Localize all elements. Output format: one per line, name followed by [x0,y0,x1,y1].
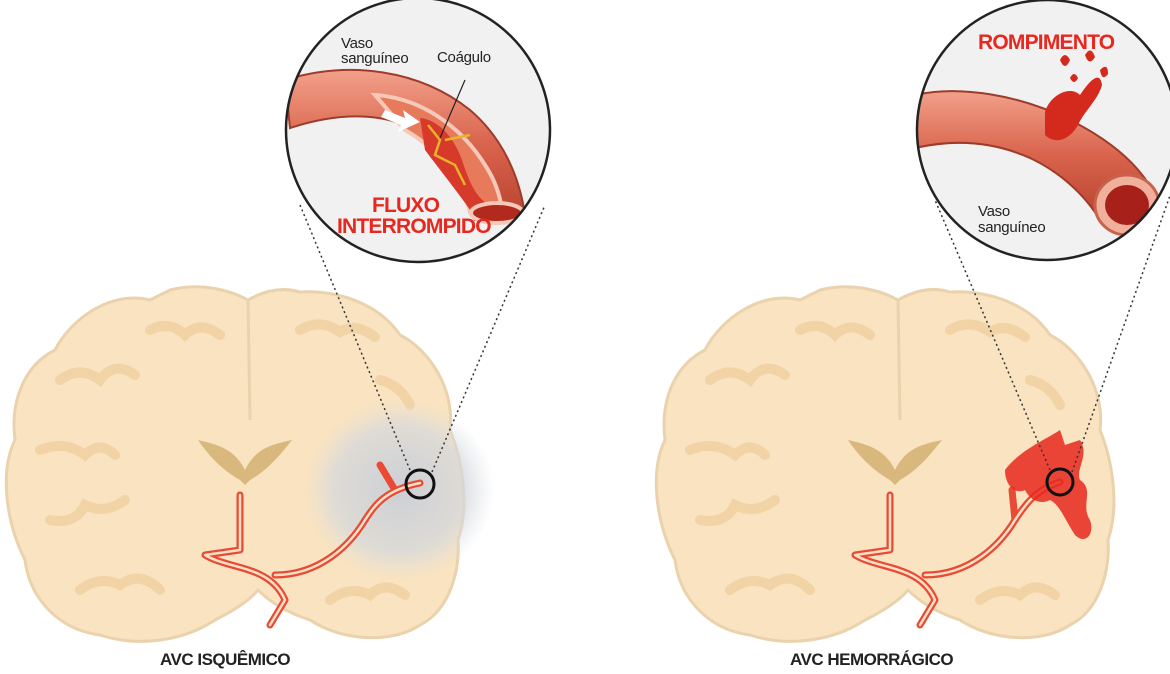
label-vessel-left-line1: Vaso [341,36,373,51]
caption-ischemic: AVC ISQUÊMICO [160,650,290,670]
label-vessel-left-line2: sanguíneo [341,51,408,66]
ischemic-brain [6,287,495,642]
label-vessel-right-line1: Vaso [978,204,1010,219]
label-rupture: ROMPIMENTO [978,32,1114,53]
label-vessel-right-line2: sanguíneo [978,220,1045,235]
label-flow-line2: INTERROMPIDO [337,216,491,237]
label-clot: Coágulo [437,50,491,65]
hemorrhagic-brain [656,287,1114,642]
caption-hemorrhagic: AVC HEMORRÁGICO [790,650,953,670]
label-flow-line1: FLUXO [372,195,439,216]
